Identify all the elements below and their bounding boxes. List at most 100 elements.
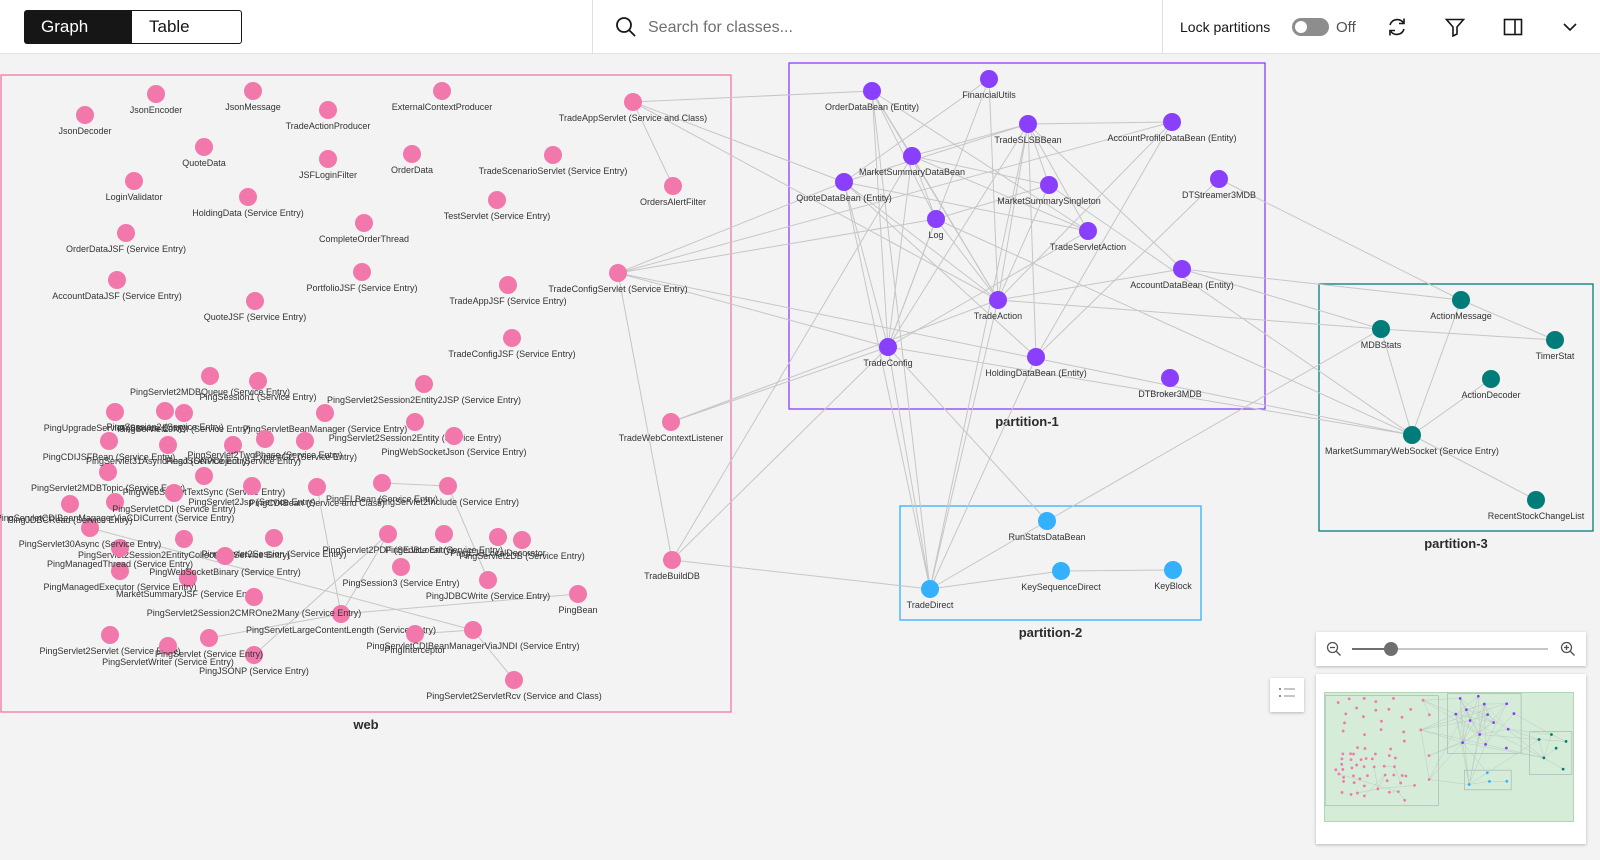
class-node-circle[interactable] <box>980 70 998 88</box>
class-node[interactable]: PingServlet2Servlet (Service Entry) <box>39 626 181 656</box>
minimap[interactable] <box>1316 674 1586 844</box>
class-node-circle[interactable] <box>125 172 143 190</box>
class-node[interactable]: PingELBean (Service Entry) <box>326 474 438 504</box>
class-node[interactable]: MarketSummaryDataBean <box>859 147 965 177</box>
class-node-circle[interactable] <box>332 605 350 623</box>
class-node-circle[interactable] <box>1546 331 1564 349</box>
class-node-circle[interactable] <box>245 588 263 606</box>
class-node-circle[interactable] <box>246 292 264 310</box>
class-node[interactable]: TradeSLSBBean <box>994 115 1062 145</box>
class-node[interactable]: PingUpgradeServlet (Service Entry) <box>44 403 187 433</box>
class-node[interactable]: Log <box>927 210 945 240</box>
class-node[interactable]: QuoteJSF (Service Entry) <box>204 292 307 322</box>
class-node-circle[interactable] <box>156 402 174 420</box>
partition-box-partition-2[interactable] <box>899 505 1202 621</box>
class-node-circle[interactable] <box>239 188 257 206</box>
class-node-circle[interactable] <box>216 547 234 565</box>
class-node[interactable]: PingCDIBean (Service and Class) <box>249 478 385 508</box>
class-node[interactable]: OrderDataJSF (Service Entry) <box>66 224 186 254</box>
class-node-circle[interactable] <box>1482 370 1500 388</box>
class-node[interactable]: PingServlet2Session (Service Entry) <box>201 529 347 559</box>
class-node-circle[interactable] <box>1038 512 1056 530</box>
class-node[interactable]: TradeBuildDB <box>644 551 700 581</box>
class-node[interactable]: PingServletCDIBeanManagerViaJNDI (Servic… <box>367 621 580 651</box>
class-node-circle[interactable] <box>415 375 433 393</box>
class-node[interactable]: JsonEncoder <box>130 85 183 115</box>
class-node-circle[interactable] <box>108 271 126 289</box>
class-node[interactable]: PingSession3 (Service Entry) <box>342 558 460 588</box>
class-node[interactable]: PingManagedExecutor (Service Entry) <box>43 562 197 592</box>
class-node-circle[interactable] <box>106 403 124 421</box>
class-node-circle[interactable] <box>1027 348 1045 366</box>
class-node[interactable]: PingManagedThread (Service Entry) <box>47 539 193 569</box>
class-node[interactable]: MarketSummaryJSF (Service Entry) <box>116 569 260 599</box>
class-node[interactable]: QuoteDataBean (Entity) <box>796 173 892 203</box>
class-node-circle[interactable] <box>1164 561 1182 579</box>
class-node[interactable]: PingSession1 (Service Entry) <box>199 372 317 402</box>
class-node-circle[interactable] <box>513 531 531 549</box>
class-node[interactable]: QuoteData <box>182 138 226 168</box>
class-node[interactable]: DTBroker3MDB <box>1138 369 1202 399</box>
class-node-circle[interactable] <box>1527 491 1545 509</box>
class-node-circle[interactable] <box>989 291 1007 309</box>
zoom-out-icon[interactable] <box>1326 641 1342 662</box>
class-node[interactable]: PingServlet2PDF (Service Entry) <box>322 525 454 555</box>
class-node[interactable]: TradeConfigJSF (Service Entry) <box>448 329 576 359</box>
class-node-circle[interactable] <box>663 551 681 569</box>
class-node-circle[interactable] <box>1052 562 1070 580</box>
class-node[interactable]: AccountDataJSF (Service Entry) <box>52 271 182 301</box>
class-node-circle[interactable] <box>117 224 135 242</box>
class-node-circle[interactable] <box>903 147 921 165</box>
class-node-circle[interactable] <box>544 146 562 164</box>
class-node-circle[interactable] <box>106 493 124 511</box>
class-node[interactable]: TradeWebContextListener <box>619 413 724 443</box>
class-node[interactable]: PingWebSocketBinary (Service Entry) <box>149 547 301 577</box>
chevron-down-icon[interactable] <box>1557 14 1583 40</box>
class-node[interactable]: PingServlet2Session2EntityCollection (Se… <box>78 530 290 560</box>
class-node[interactable]: TradeConfig <box>863 338 913 368</box>
class-node[interactable]: ActionMessage <box>1430 291 1492 321</box>
class-node[interactable]: ExplicitGC (Service Entry) <box>253 432 357 462</box>
class-node[interactable]: FinancialUtils <box>962 70 1016 100</box>
class-node-circle[interactable] <box>379 525 397 543</box>
class-node-circle[interactable] <box>165 484 183 502</box>
class-node[interactable]: RunStatsDataBean <box>1008 512 1086 542</box>
class-node-circle[interactable] <box>111 539 129 557</box>
class-node[interactable]: PingServlet2ServletRcv (Service and Clas… <box>426 671 602 701</box>
class-node[interactable]: PingServlet2TwoPhase (Service Entry) <box>187 430 343 460</box>
class-node[interactable]: PingServlet2DB (Service Entry) <box>459 531 585 561</box>
class-node-circle[interactable] <box>256 430 274 448</box>
class-node-circle[interactable] <box>499 276 517 294</box>
class-node-circle[interactable] <box>147 85 165 103</box>
class-node[interactable]: MDBStats <box>1361 320 1402 350</box>
class-node[interactable]: OrderData <box>391 145 433 175</box>
class-node-circle[interactable] <box>175 530 193 548</box>
class-node-circle[interactable] <box>245 646 263 664</box>
legend-button[interactable] <box>1270 678 1304 712</box>
class-node[interactable]: TradeScenarioServlet (Service Entry) <box>479 146 628 176</box>
class-node[interactable]: JsonMessage <box>225 82 281 112</box>
class-node[interactable]: PingWebSocketJson (Service Entry) <box>382 427 527 457</box>
class-node-circle[interactable] <box>111 562 129 580</box>
class-node[interactable]: PingServlet2Session2CMROne2Many (Service… <box>147 588 362 618</box>
class-node-circle[interactable] <box>353 263 371 281</box>
class-node-circle[interactable] <box>479 571 497 589</box>
class-node[interactable]: PingServlet2Session2Entity2JSP (Service … <box>327 375 521 405</box>
class-node-circle[interactable] <box>569 585 587 603</box>
class-node-circle[interactable] <box>201 367 219 385</box>
class-node-circle[interactable] <box>373 474 391 492</box>
class-node-circle[interactable] <box>244 82 262 100</box>
partition-box-partition-1[interactable] <box>788 62 1266 410</box>
class-node[interactable]: OrderDataBean (Entity) <box>825 82 919 112</box>
class-node-circle[interactable] <box>406 413 424 431</box>
class-node[interactable]: PingServletWriter (Service Entry) <box>102 637 234 667</box>
class-node[interactable]: PingServletBeanManager (Service Entry) <box>243 404 408 434</box>
class-node-circle[interactable] <box>308 478 326 496</box>
class-node-circle[interactable] <box>1163 113 1181 131</box>
class-node[interactable]: TradeAppJSF (Service Entry) <box>449 276 567 306</box>
class-node-circle[interactable] <box>61 495 79 513</box>
class-node[interactable]: PingServlet2JNDI (Service Entry) <box>117 404 251 434</box>
class-node[interactable]: PingServlet30Async (Service Entry) <box>19 519 162 549</box>
class-node-circle[interactable] <box>195 138 213 156</box>
